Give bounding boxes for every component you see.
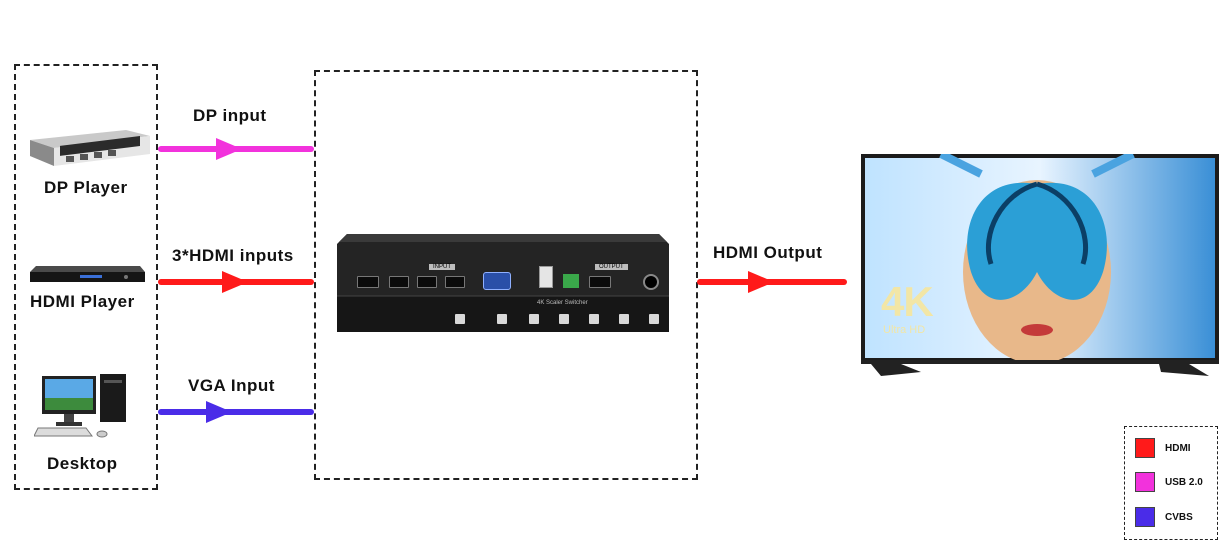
vga-arrow-icon [206,401,232,423]
dp-player-icon [26,126,150,170]
connection-label-dp: DP input [193,106,267,125]
source-label-hdmi-player: HDMI Player [30,292,135,311]
hdmi-port-4 [445,276,465,288]
legend-swatch-cvbs [1135,507,1155,527]
tv-display: 4K Ultra HD [861,150,1219,380]
usb-port [539,266,553,288]
output-tag: OUTPUT [595,264,628,270]
dp-arrow-icon [216,138,242,160]
hdmi-port-3 [417,276,437,288]
terminal-block [563,274,579,288]
desktop-computer-icon [33,372,134,442]
sources-group [14,64,158,490]
vga-input-line [158,409,314,415]
hdmi-input-arrow-icon [222,271,248,293]
hdmi-port-1 [357,276,379,288]
legend-swatch-usb [1135,472,1155,492]
front-button-7 [649,314,659,324]
front-button-3 [529,314,539,324]
hdmi-port-2 [389,276,409,288]
legend-row-usb: USB 2.0 [1135,471,1203,493]
legend-label-cvbs: CVBS [1165,511,1193,523]
legend-row-hdmi: HDMI [1135,437,1191,459]
connection-label-hdmi-output: HDMI Output [713,243,823,262]
input-tag: INPUT [429,264,455,270]
source-label-dp-player: DP Player [44,178,128,197]
connection-label-hdmi-inputs: 3*HDMI inputs [172,246,294,265]
front-button-1 [455,314,465,324]
source-label-desktop: Desktop [47,454,118,473]
hdmi-player-icon [30,262,145,284]
tv-badge-4k: 4K [881,278,934,325]
hdmi-output-arrow-icon [748,271,774,293]
tv-badge-ultra-hd: Ultra HD [883,324,926,336]
legend-swatch-hdmi [1135,438,1155,458]
front-panel-label: 4K Scaler Switcher [537,300,588,306]
power-jack [643,274,659,290]
hdmi-out-port [589,276,611,288]
front-button-5 [589,314,599,324]
scaler-switcher-device: INPUT OUTPUT 4K Scaler Switcher [337,230,669,334]
switcher-group [314,70,698,480]
vga-port [483,272,511,290]
front-button-2 [497,314,507,324]
legend: HDMI USB 2.0 CVBS [1124,426,1218,540]
front-button-4 [559,314,569,324]
legend-row-cvbs: CVBS [1135,506,1193,528]
legend-label-hdmi: HDMI [1165,442,1191,454]
legend-label-usb: USB 2.0 [1165,476,1203,488]
connection-label-vga: VGA Input [188,376,275,395]
front-button-6 [619,314,629,324]
